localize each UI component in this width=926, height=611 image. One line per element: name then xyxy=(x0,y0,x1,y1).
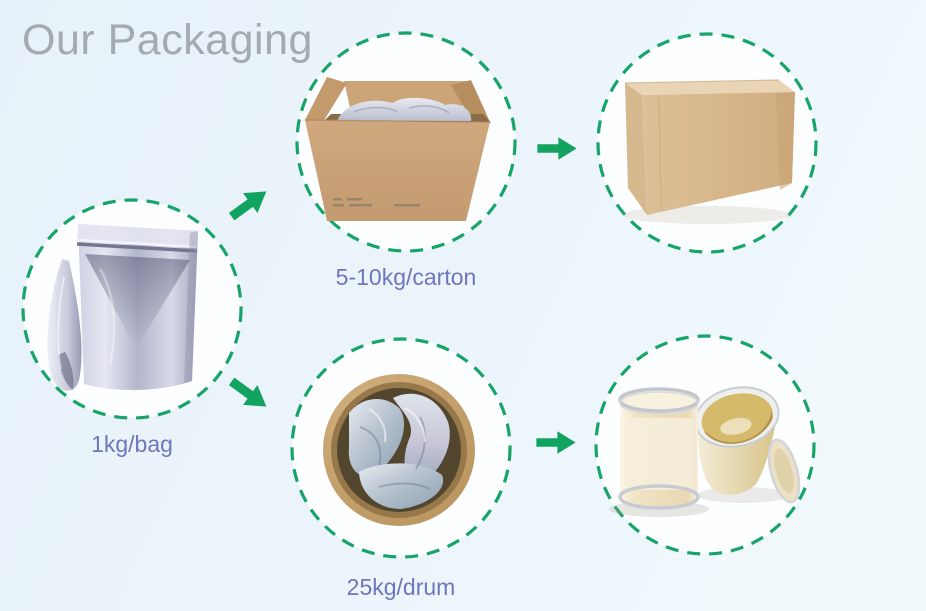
carton-caption: 5-10kg/carton xyxy=(335,264,477,290)
arrow-right-icon xyxy=(537,137,577,160)
foil-highlight-lines xyxy=(368,407,426,443)
sealed-carton-photo xyxy=(623,79,795,224)
bag-circle xyxy=(20,197,244,421)
drum-top-circle xyxy=(289,336,513,560)
bag-caption: 1kg/bag xyxy=(91,431,173,457)
foil-crease-lines xyxy=(359,416,431,490)
drum-lid xyxy=(767,438,801,504)
open-carton-photo xyxy=(304,77,491,221)
drum-top-photo xyxy=(323,374,475,526)
arrow-right-icon xyxy=(536,431,576,454)
carton-print-marks xyxy=(333,198,420,207)
page-title: Our Packaging xyxy=(22,16,313,64)
foil-bag-photo xyxy=(47,224,198,391)
drums-circle xyxy=(593,333,817,557)
arrow-up-right-icon xyxy=(228,191,267,221)
open-drum-mouth xyxy=(694,386,780,448)
fiber-drums-photo xyxy=(609,386,801,517)
carton-circle xyxy=(294,30,518,254)
box-circle xyxy=(595,31,819,255)
arrow-down-right-icon xyxy=(228,377,267,407)
drum-caption: 25kg/drum xyxy=(346,574,456,600)
